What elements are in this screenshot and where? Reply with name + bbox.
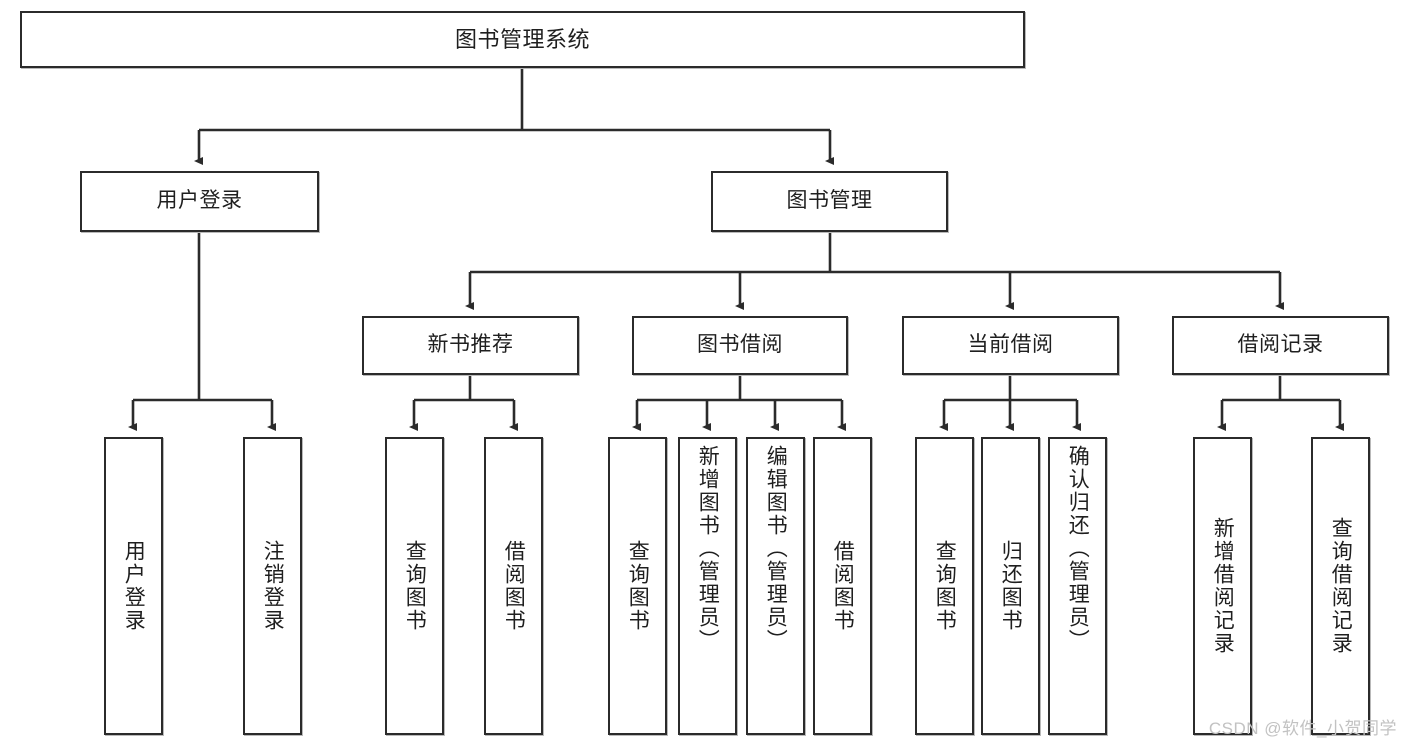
node-label: 归还图书 [999,540,1023,632]
node-label: 借阅图书 [831,540,855,632]
node-leaf-confirm-return[interactable]: 确认归还（管理员） [1048,437,1107,735]
node-user-login[interactable]: 用户登录 [80,171,319,232]
node-label: 确认归还（管理员） [1066,445,1090,652]
node-label: 查询借阅记录 [1329,517,1353,655]
node-label: 新增图书（管理员） [696,445,720,652]
node-label: 新书推荐 [427,333,514,357]
node-leaf-query-book-recommend[interactable]: 查询图书 [385,437,444,735]
node-leaf-query-borrow-record[interactable]: 查询借阅记录 [1311,437,1370,735]
node-label: 借阅记录 [1237,333,1324,357]
node-label: 查询图书 [933,540,957,632]
node-leaf-user-login[interactable]: 用户登录 [104,437,163,735]
node-leaf-return-book[interactable]: 归还图书 [981,437,1040,735]
node-leaf-add-book[interactable]: 新增图书（管理员） [678,437,737,735]
node-leaf-borrow-book[interactable]: 借阅图书 [813,437,872,735]
node-label: 新增借阅记录 [1211,517,1235,655]
node-label: 查询图书 [403,540,427,632]
node-label: 用户登录 [156,189,243,213]
node-label: 查询图书 [626,540,650,632]
node-label: 编辑图书（管理员） [764,445,788,652]
node-leaf-add-borrow-record[interactable]: 新增借阅记录 [1193,437,1252,735]
node-leaf-edit-book[interactable]: 编辑图书（管理员） [746,437,805,735]
node-label: 当前借阅 [967,333,1054,357]
node-book-management[interactable]: 图书管理 [711,171,948,232]
node-root-book-management-system[interactable]: 图书管理系统 [20,11,1025,68]
node-label: 图书借阅 [697,333,783,357]
csdn-watermark: CSDN @软件_小贺同学 [1208,719,1397,738]
node-label: 用户登录 [122,540,146,632]
node-leaf-query-book-current[interactable]: 查询图书 [915,437,974,735]
node-label: 图书管理系统 [454,26,590,52]
node-label: 注销登录 [261,540,285,632]
node-label: 借阅图书 [502,540,526,632]
node-current-borrow[interactable]: 当前借阅 [902,316,1119,375]
node-leaf-user-logout[interactable]: 注销登录 [243,437,302,735]
node-new-book-recommend[interactable]: 新书推荐 [362,316,579,375]
node-label: 图书管理 [786,189,873,213]
node-borrow-record[interactable]: 借阅记录 [1172,316,1389,375]
node-book-borrow[interactable]: 图书借阅 [632,316,848,375]
node-leaf-query-book-borrow[interactable]: 查询图书 [608,437,667,735]
node-leaf-borrow-book-recommend[interactable]: 借阅图书 [484,437,543,735]
